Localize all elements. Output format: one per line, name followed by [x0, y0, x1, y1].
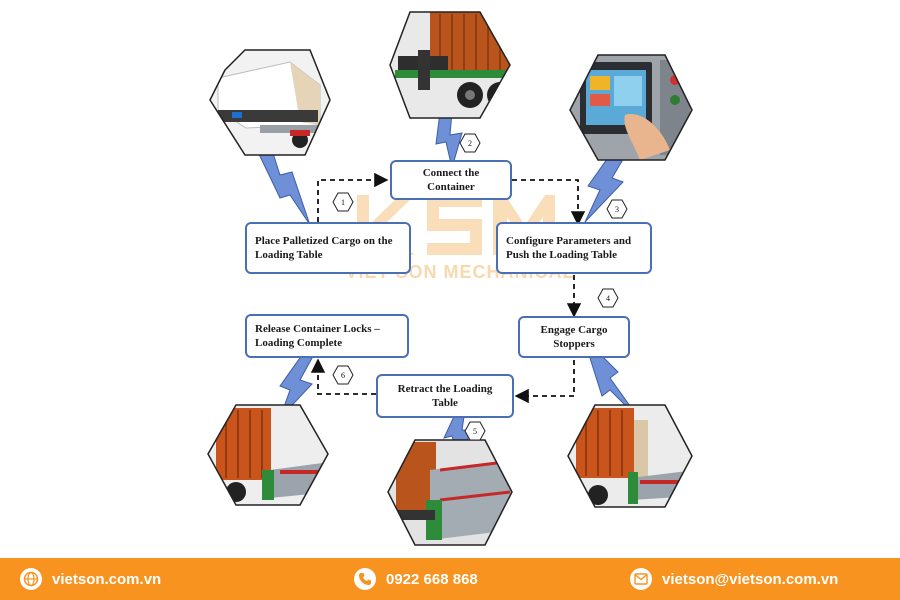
arrow-5-to-6 — [310, 358, 376, 395]
process-diagram: VIET SON MECHANICAL Place Palletized Car… — [207, 11, 693, 546]
hex-image-5 — [388, 440, 512, 545]
diagram-artwork — [207, 11, 693, 546]
step-1-line-2: Loading Table — [255, 249, 323, 261]
step-box-2: Connect the Container — [390, 160, 512, 200]
step-3-line-1: Configure Parameters and — [506, 235, 632, 247]
contact-footer: vietson.com.vn 0922 668 868 vietson@viet… — [0, 558, 900, 600]
footer-website[interactable]: vietson.com.vn — [20, 567, 161, 591]
globe-icon — [20, 568, 42, 590]
step-4-line-1: Engage Cargo — [540, 324, 608, 336]
step-4-line-2: Stoppers — [553, 338, 595, 350]
arrow-1-to-2 — [317, 172, 389, 222]
footer-phone-text: 0922 668 868 — [386, 570, 478, 588]
hex-image-3 — [570, 55, 692, 160]
footer-email[interactable]: vietson@vietson.com.vn — [630, 567, 838, 591]
step-badge-1: 1 — [332, 192, 354, 212]
step-box-3: Configure Parameters and Push the Loadin… — [496, 222, 652, 274]
step-5-line-1: Retract the Loading — [397, 383, 493, 395]
step-badge-4: 4 — [597, 288, 619, 308]
footer-phone[interactable]: 0922 668 868 — [354, 567, 478, 591]
step-box-6: Release Container Locks – Loading Comple… — [245, 314, 409, 358]
step-6-line-1: Release Container Locks – — [255, 323, 380, 335]
step-box-1: Place Palletized Cargo on the Loading Ta… — [245, 222, 411, 274]
step-1-line-1: Place Palletized Cargo on the — [255, 235, 393, 247]
hex-image-6 — [208, 405, 328, 505]
step-badge-2: 2 — [459, 133, 481, 153]
step-6-line-2: Loading Complete — [255, 337, 343, 349]
step-2-line-1: Connect the — [422, 167, 480, 179]
hex-image-2 — [390, 12, 510, 118]
footer-website-text: vietson.com.vn — [52, 570, 162, 588]
step-badge-6: 6 — [332, 365, 354, 385]
email-icon — [630, 568, 652, 590]
lightning-connectors — [257, 111, 641, 460]
footer-email-text: vietson@vietson.com.vn — [662, 570, 839, 588]
step-3-line-2: Push the Loading Table — [506, 249, 617, 261]
step-badge-5: 5 — [464, 421, 486, 441]
step-box-5: Retract the Loading Table — [376, 374, 514, 418]
phone-icon — [354, 568, 376, 590]
arrow-2-to-3 — [512, 179, 586, 226]
lightning-1 — [257, 149, 311, 226]
step-5-line-2: Table — [432, 397, 458, 409]
step-badge-3: 3 — [606, 199, 628, 219]
step-2-line-2: Container — [427, 181, 475, 193]
hex-image-4 — [568, 405, 692, 507]
step-box-4: Engage Cargo Stoppers — [518, 316, 630, 358]
arrow-4-to-5 — [514, 360, 575, 404]
flow-arrows — [310, 172, 586, 404]
lightning-6 — [279, 354, 313, 419]
